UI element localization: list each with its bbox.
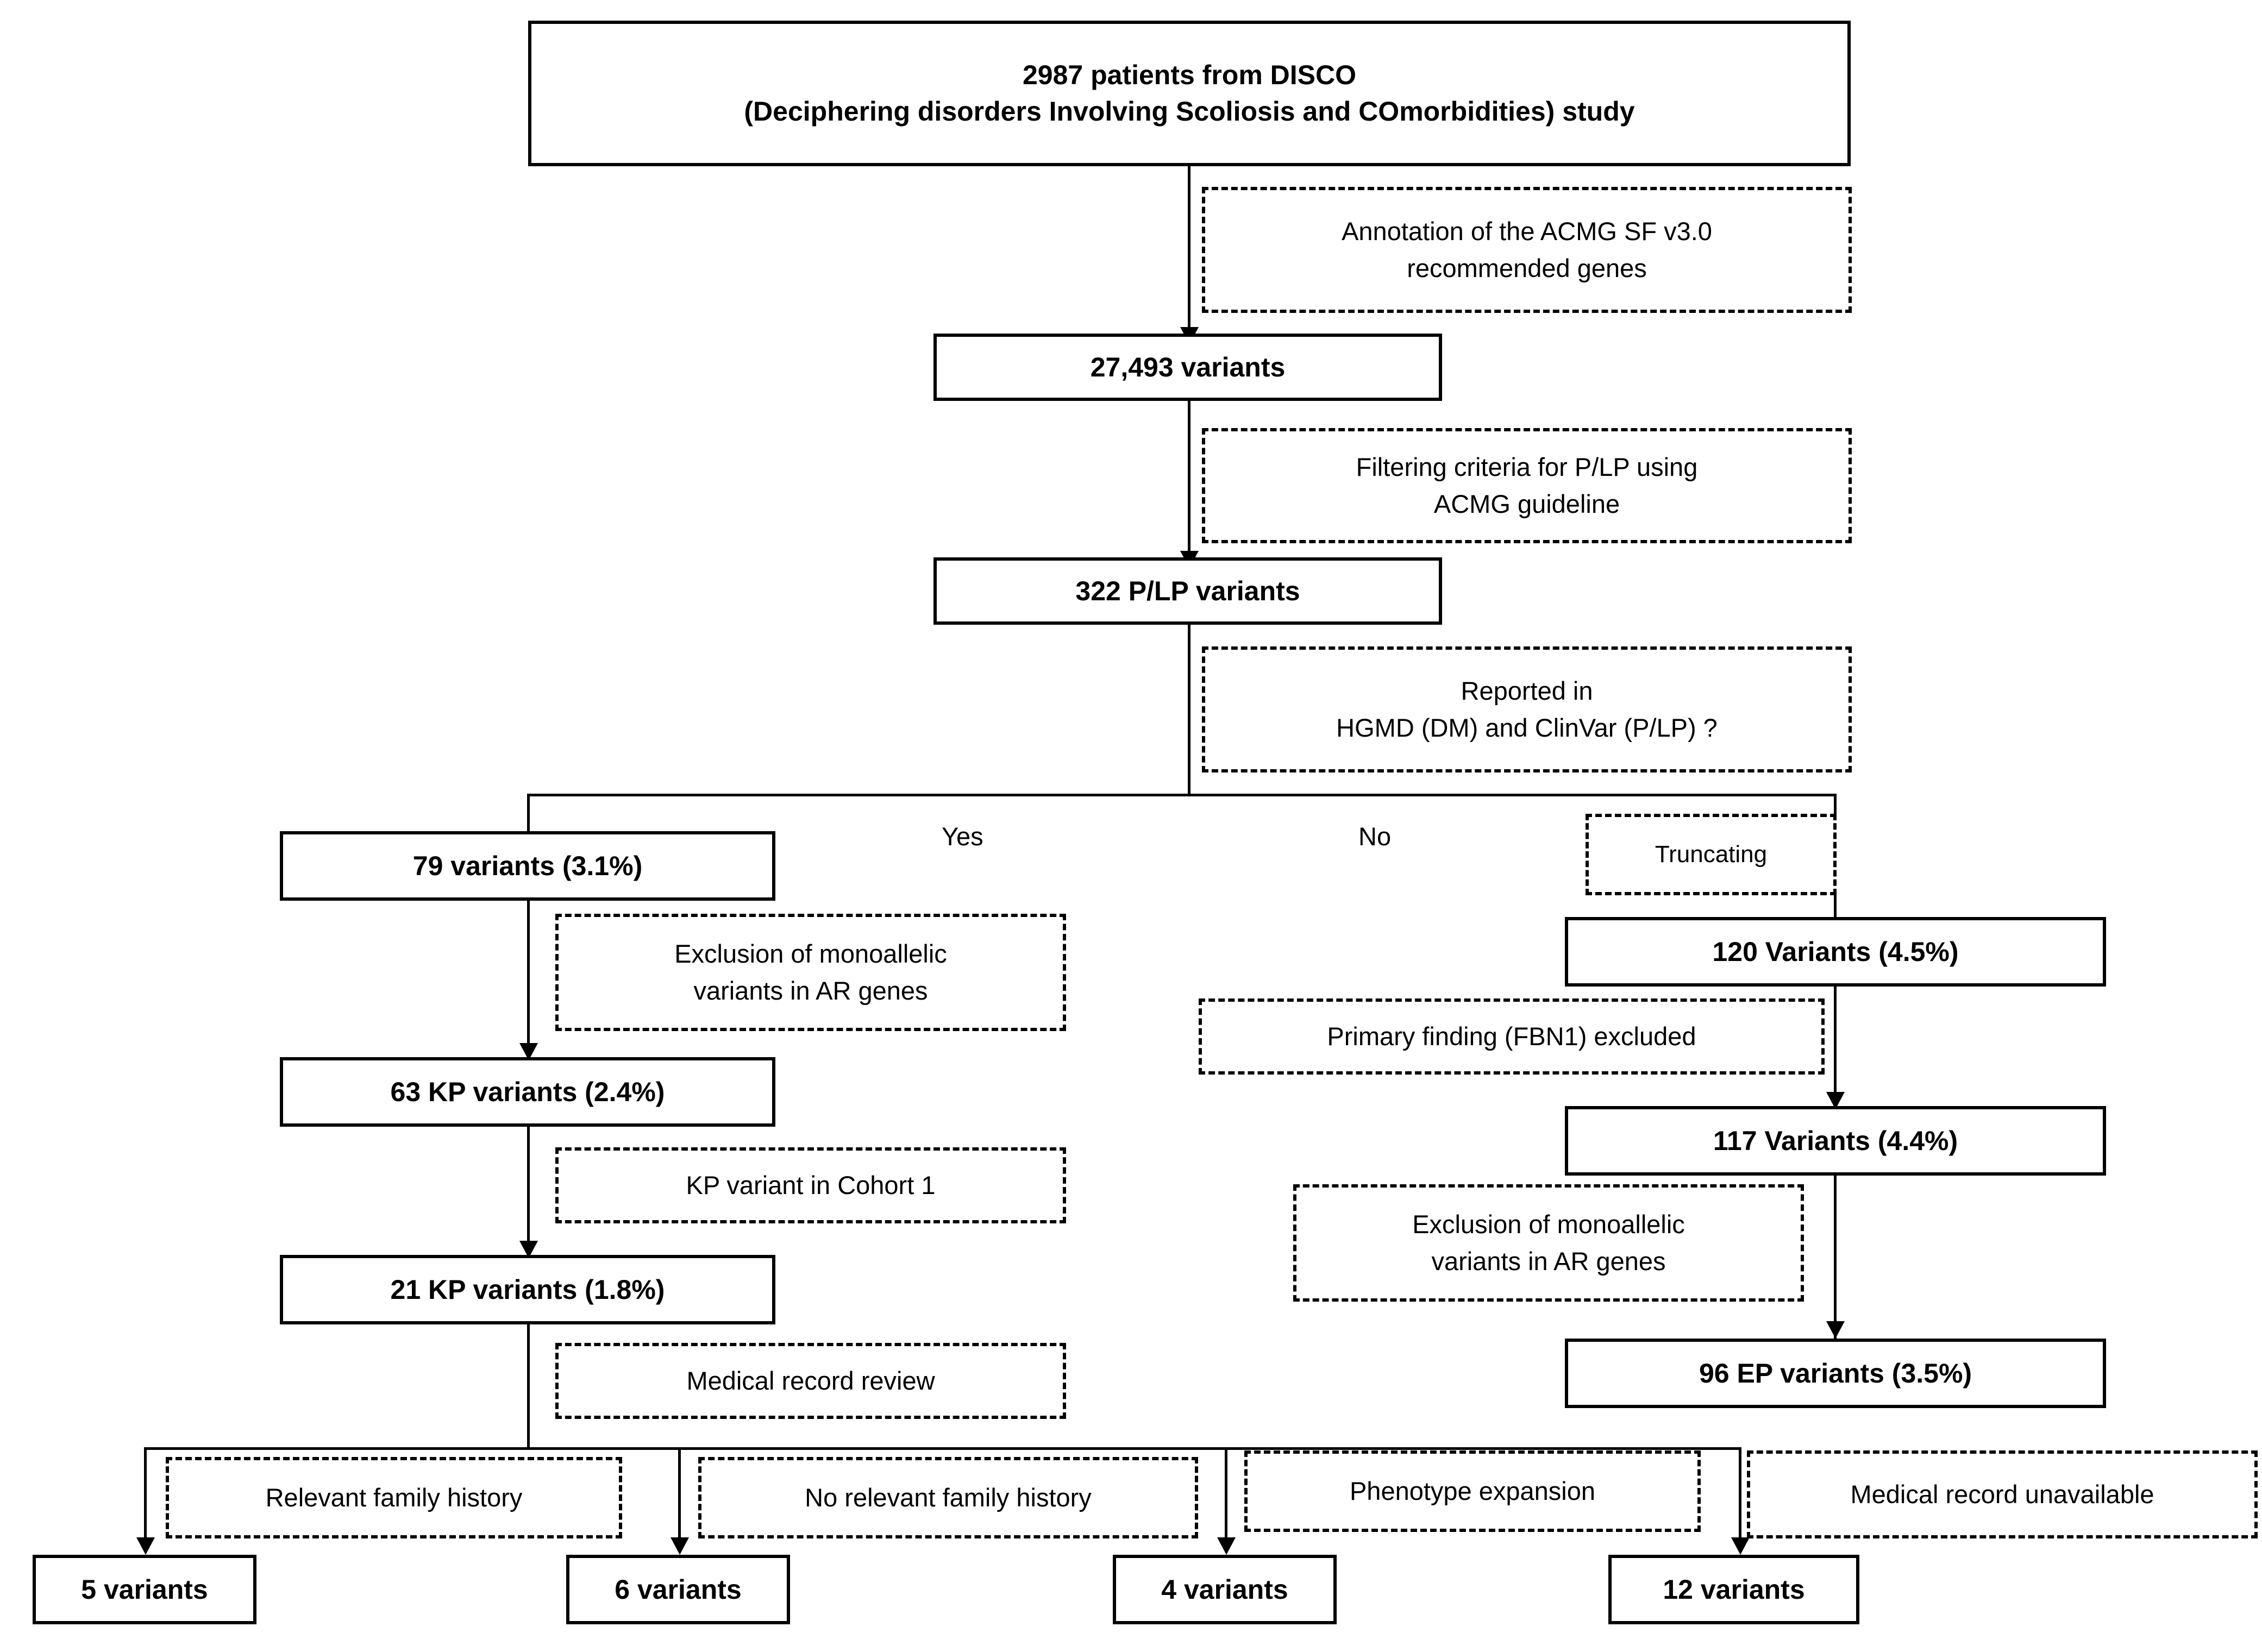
arrowhead-117-to-96 [1826, 1321, 1845, 1339]
annotation-no-relevant-fh-line1: No relevant family history [805, 1483, 1092, 1512]
node-plp-label: 322 P/LP variants [1075, 575, 1300, 606]
connector-split-to-yes [527, 794, 530, 837]
annotation-primary-finding-fbn1: Primary finding (FBN1) excluded [1199, 998, 1825, 1075]
annotation-exclusion-right-line2: variants in AR genes [1431, 1247, 1666, 1276]
annotation-truncating: Truncating [1586, 814, 1837, 895]
annotation-filtering-line1: Filtering criteria for P/LP using [1356, 452, 1698, 481]
connector-79-to-63 [527, 901, 530, 1057]
connector-21-to-outcome-bus [527, 1324, 530, 1448]
arrowhead-bus-to-out-12 [1731, 1537, 1750, 1555]
split-bus-yes-no [527, 794, 1837, 796]
connector-bus-to-out-5 [144, 1447, 147, 1550]
node-cohort-line1: 2987 patients from DISCO [1022, 60, 1357, 90]
node-kp-21-label: 21 KP variants (1.8%) [390, 1274, 665, 1305]
annotation-cohort1-line1: KP variant in Cohort 1 [686, 1170, 936, 1199]
branch-label-yes: Yes [942, 822, 983, 851]
connector-117-to-96 [1834, 1176, 1837, 1339]
annotation-exclusion-monoallelic-right: Exclusion of monoallelic variants in AR … [1293, 1184, 1804, 1302]
connector-cohort-to-variants [1188, 166, 1190, 344]
connector-120-to-117 [1834, 987, 1837, 1107]
annotation-medical-record-review: Medical record review [555, 1343, 1066, 1419]
annotation-phenotype-exp-line1: Phenotype expansion [1349, 1476, 1596, 1505]
annotation-exclusion-right-line1: Exclusion of monoallelic [1412, 1209, 1685, 1239]
annotation-medical-record-unavailable: Medical record unavailable [1747, 1450, 2258, 1538]
node-outcome-4-variants: 4 variants [1113, 1555, 1337, 1624]
node-no-120-label: 120 Variants (4.5%) [1712, 936, 1959, 967]
node-out-4-label: 4 variants [1161, 1574, 1288, 1605]
node-outcome-5-variants: 5 variants [33, 1555, 256, 1624]
connector-63-to-21 [527, 1127, 530, 1255]
annotation-truncating-line1: Truncating [1655, 841, 1768, 868]
node-ep-96-label: 96 EP variants (3.5%) [1699, 1358, 1972, 1389]
annotation-phenotype-expansion: Phenotype expansion [1244, 1450, 1701, 1532]
annotation-reported-line2: HGMD (DM) and ClinVar (P/LP) ? [1336, 713, 1718, 742]
node-cohort: 2987 patients from DISCO (Deciphering di… [528, 21, 1851, 166]
annotation-exclusion-left-line2: variants in AR genes [693, 976, 928, 1005]
node-ep-96-variants: 96 EP variants (3.5%) [1565, 1339, 2106, 1408]
node-no-120-variants: 120 Variants (4.5%) [1565, 917, 2106, 987]
node-no-117-label: 117 Variants (4.4%) [1713, 1125, 1958, 1156]
node-kp-21-variants: 21 KP variants (1.8%) [280, 1255, 775, 1324]
node-outcome-6-variants: 6 variants [566, 1555, 790, 1624]
annotation-reported-in: Reported in HGMD (DM) and ClinVar (P/LP)… [1202, 646, 1852, 772]
annotation-relevant-fh-line1: Relevant family history [265, 1483, 523, 1512]
node-variants-all-label: 27,493 variants [1090, 351, 1286, 382]
node-no-117-variants: 117 Variants (4.4%) [1565, 1106, 2106, 1176]
node-yes-79-label: 79 variants (3.1%) [412, 850, 643, 881]
connector-bus-to-out-6 [678, 1447, 681, 1550]
node-cohort-line2: (Deciphering disorders Involving Scolios… [744, 96, 1635, 127]
arrowhead-bus-to-out-6 [671, 1537, 689, 1555]
annotation-exclusion-left-line1: Exclusion of monoallelic [674, 939, 947, 968]
node-variants-all: 27,493 variants [933, 334, 1442, 401]
annotation-medical-review-line1: Medical record review [686, 1366, 935, 1395]
node-yes-79-variants: 79 variants (3.1%) [280, 831, 775, 901]
annotation-reported-line1: Reported in [1461, 676, 1593, 705]
connector-bus-to-out-12 [1739, 1447, 1741, 1550]
branch-label-no: No [1358, 822, 1392, 851]
arrowhead-bus-to-out-4 [1217, 1537, 1236, 1555]
annotation-acmg-line1: Annotation of the ACMG SF v3.0 [1342, 216, 1712, 246]
node-out-5-label: 5 variants [81, 1574, 208, 1605]
annotation-record-unavailable-line1: Medical record unavailable [1850, 1479, 2154, 1509]
annotation-no-relevant-family-history: No relevant family history [698, 1457, 1198, 1538]
annotation-relevant-family-history: Relevant family history [166, 1457, 622, 1538]
connector-plp-to-split [1188, 625, 1190, 796]
annotation-exclusion-monoallelic-left: Exclusion of monoallelic variants in AR … [555, 914, 1066, 1031]
annotation-filtering-criteria: Filtering criteria for P/LP using ACMG g… [1202, 428, 1852, 543]
node-out-6-label: 6 variants [615, 1574, 742, 1605]
annotation-filtering-line2: ACMG guideline [1433, 489, 1620, 518]
arrowhead-bus-to-out-5 [136, 1537, 155, 1555]
connector-variants-to-plp [1188, 401, 1190, 568]
node-out-12-label: 12 variants [1663, 1574, 1805, 1605]
node-kp-63-variants: 63 KP variants (2.4%) [280, 1057, 775, 1127]
annotation-acmg-line2: recommended genes [1407, 254, 1647, 282]
annotation-acmg-annotation: Annotation of the ACMG SF v3.0 recommend… [1202, 187, 1852, 313]
connector-bus-to-out-4 [1225, 1447, 1227, 1550]
node-outcome-12-variants: 12 variants [1608, 1555, 1859, 1624]
node-plp-variants: 322 P/LP variants [933, 557, 1442, 625]
node-kp-63-label: 63 KP variants (2.4%) [390, 1076, 665, 1107]
annotation-primary-fbn1-line1: Primary finding (FBN1) excluded [1327, 1021, 1696, 1051]
annotation-kp-variant-cohort1: KP variant in Cohort 1 [555, 1147, 1066, 1223]
outcome-distribution-bus [144, 1447, 1741, 1450]
